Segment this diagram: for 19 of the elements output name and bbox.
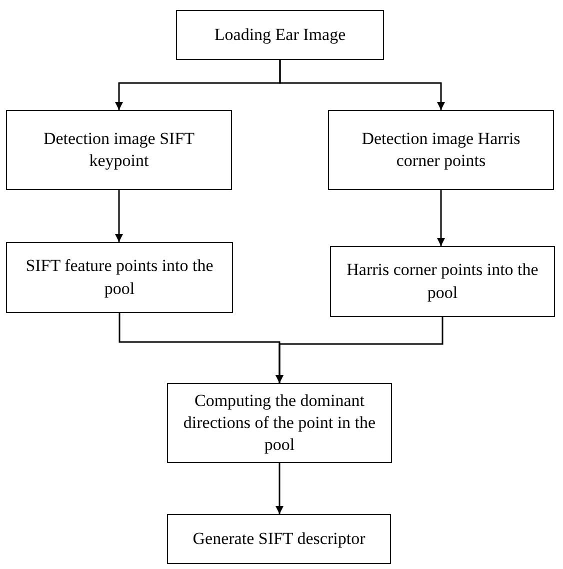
process-box (176, 10, 384, 60)
box-label: Harris corner points into the pool (346, 259, 540, 304)
process-box (167, 514, 391, 564)
box-label: Detection image SIFT keypoint (42, 128, 196, 172)
arrow (115, 190, 123, 242)
arrow (437, 190, 445, 246)
box-label: SIFT feature points into the pool (24, 255, 214, 300)
process-box (6, 110, 232, 190)
box-label: Computing the dominant directions of the point in the pool (182, 390, 377, 456)
process-box (167, 383, 392, 463)
arrow (276, 317, 444, 383)
box-label: Generate SIFT descriptor (192, 528, 366, 550)
process-box (6, 242, 233, 313)
arrow (276, 463, 284, 514)
box-label: Loading Ear Image (214, 24, 346, 46)
arrow (279, 60, 445, 110)
process-box (328, 110, 554, 190)
process-box (330, 246, 555, 317)
box-label: Detection image Harris corner points (360, 128, 522, 172)
